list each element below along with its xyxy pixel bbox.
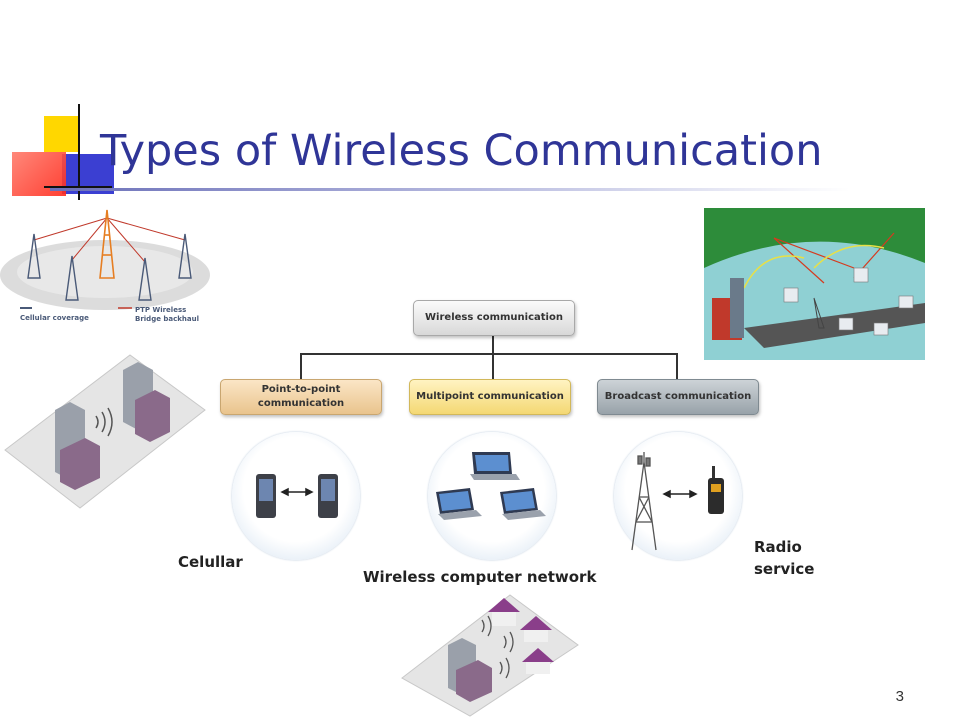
double-arrow-icon xyxy=(280,487,314,497)
page-number: 3 xyxy=(895,688,904,705)
wireless-network-image xyxy=(400,590,580,718)
branch-box-multipoint: Multipoint communication xyxy=(409,379,571,415)
horizontal-rule xyxy=(44,186,112,188)
laptop-icon xyxy=(436,488,482,520)
branch-label-multipoint: Multipoint communication xyxy=(416,391,564,402)
broadcast-circle xyxy=(614,432,742,560)
legend-ptp: PTP Wireless xyxy=(135,306,186,314)
cellular-building-image xyxy=(0,350,210,510)
root-box: Wireless communication xyxy=(413,300,575,336)
connector-mid-vertical xyxy=(492,353,494,379)
laptop-icon xyxy=(470,452,520,480)
connector-root-vertical xyxy=(492,334,494,354)
point-to-point-circle xyxy=(232,432,360,560)
title-underline xyxy=(50,188,850,191)
slide-title: Types of Wireless Communication xyxy=(100,126,823,176)
branch-box-broadcast: Broadcast communication xyxy=(597,379,759,415)
radio-tower-icon xyxy=(631,452,657,551)
wireless-network-label: Wireless computer network xyxy=(363,568,597,586)
connector-right-vertical xyxy=(676,353,678,379)
legend-backhaul: Bridge backhaul xyxy=(135,315,199,323)
branch-label-broadcast: Broadcast communication xyxy=(604,391,752,402)
root-label: Wireless communication xyxy=(425,312,563,323)
cellular-label: Celullar xyxy=(178,553,243,571)
vertical-rule xyxy=(78,104,80,200)
connector-left-vertical xyxy=(300,353,302,379)
double-arrow-icon xyxy=(662,489,698,499)
multipoint-circle xyxy=(428,432,556,560)
house-icon xyxy=(522,648,554,674)
house-icon xyxy=(488,598,520,626)
laptop-icon xyxy=(500,488,546,520)
branch-box-point-to-point: Point-to-point communication xyxy=(220,379,382,415)
house-icon xyxy=(520,616,552,642)
radio-service-label: Radio service xyxy=(754,538,815,578)
yellow-square xyxy=(44,116,80,152)
cellular-tower-image: Cellular coverage PTP Wireless Bridge ba… xyxy=(0,200,225,335)
legend-cellular: Cellular coverage xyxy=(20,314,89,322)
phone-icon xyxy=(256,474,276,518)
walkie-talkie-icon xyxy=(708,466,724,514)
connector-horizontal xyxy=(300,353,677,355)
phone-icon xyxy=(318,474,338,518)
branch-label-point-to-point: Point-to-point communication xyxy=(257,384,345,409)
broadcast-network-image xyxy=(704,208,925,370)
